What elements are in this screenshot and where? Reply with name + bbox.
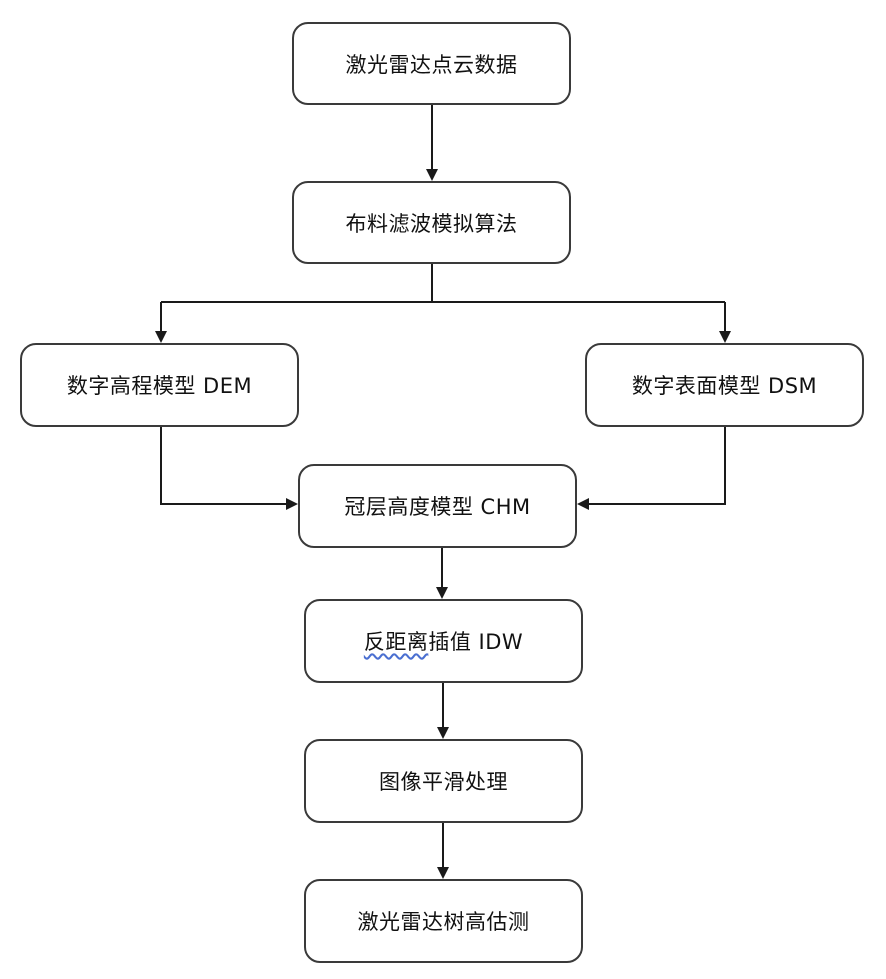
node-image-smoothing-label: 图像平滑处理: [379, 770, 508, 794]
node-idw-label: 反距离插值 IDW: [364, 626, 523, 656]
node-idw: 反距离插值 IDW: [304, 599, 583, 683]
node-tree-height-estimation-label: 激光雷达树高估测: [357, 910, 530, 934]
node-cloth-simulation-filter: 布料滤波模拟算法: [292, 181, 571, 264]
node-dsm-label: 数字表面模型 DSM: [631, 374, 818, 398]
arrow-dem-to-chm: [160, 427, 298, 510]
node-lidar-point-cloud-label: 激光雷达点云数据: [345, 52, 518, 77]
node-cloth-simulation-filter-label: 布料滤波模拟算法: [345, 211, 518, 236]
node-tree-height-estimation: 激光雷达树高估测: [304, 879, 583, 963]
node-chm: 冠层高度模型 CHM: [298, 464, 577, 548]
node-dsm: 数字表面模型 DSM: [585, 343, 864, 427]
node-dem-label: 数字高程模型 DEM: [66, 374, 253, 398]
spellcheck-underlined-text: 反距离: [363, 630, 429, 654]
node-idw-label-rest: 插值 IDW: [428, 630, 524, 654]
node-chm-label: 冠层高度模型 CHM: [344, 495, 531, 519]
node-dem: 数字高程模型 DEM: [20, 343, 299, 427]
arrow-dsm-to-chm: [577, 427, 726, 510]
node-lidar-point-cloud: 激光雷达点云数据: [292, 22, 571, 105]
node-image-smoothing: 图像平滑处理: [304, 739, 583, 823]
